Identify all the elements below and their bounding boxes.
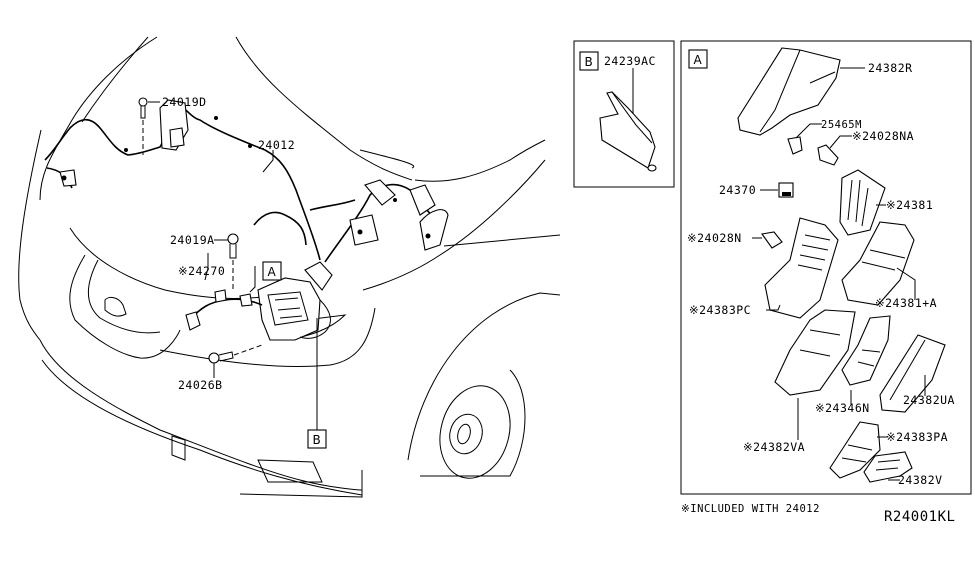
detail-a-marker [688,49,708,69]
part-24239AC[interactable] [599,91,657,172]
part-24383PC[interactable] [764,217,839,319]
grille-cavity [69,254,181,359]
front-wheel [439,385,511,479]
label-25465M: 25465M [821,119,862,131]
hood-left-edge [39,36,158,201]
car-body-outline [18,36,561,498]
part-24382V[interactable] [863,451,913,483]
part-24381A[interactable] [841,221,915,306]
detail-b-frame [573,40,675,188]
hood-crease [235,36,413,181]
label-24028NA: ※24028NA [852,129,914,143]
detail-marker-b[interactable]: B [307,429,327,449]
reference-code: R24001KL [884,509,955,525]
label-24382UA: 24382UA [903,393,955,407]
label-24382V: 24382V [898,473,943,487]
detail-b-marker [579,51,599,71]
label-24383PA: ※24383PA [886,430,948,444]
footnote-included-with: ※INCLUDED WITH 24012 [681,503,820,515]
bolt-24019A[interactable] [227,233,239,290]
label-24012: 24012 [258,138,295,152]
label-24019D: 24019D [162,95,207,109]
label-24383PC: ※24383PC [689,303,751,317]
part-25465M[interactable] [787,136,803,155]
label-24382VA: ※24382VA [743,440,805,454]
part-24381[interactable] [839,169,886,236]
label-24382R: 24382R [868,61,913,75]
front-fascia [39,339,363,491]
part-24383PA[interactable] [829,421,881,479]
wheel-arch [407,292,561,461]
label-24270: ※24270 [178,264,225,278]
label-24026B: 24026B [178,378,223,392]
part-24382R[interactable] [737,47,841,136]
cowl-line [414,139,546,182]
emblem [104,296,127,317]
main-leaders [148,101,318,430]
label-24370: 24370 [719,183,756,197]
detail-b-panel: B 24239AC [573,40,675,188]
label-24381A: ※24381+A [875,296,937,310]
svg-text:B: B [313,433,321,447]
part-24346N[interactable] [841,315,891,386]
detail-a-frame [680,40,972,495]
label-24381: ※24381 [886,198,933,212]
label-24028N: ※24028N [687,231,742,245]
bolt-24026B[interactable] [208,344,263,364]
label-24019A: 24019A [170,233,215,247]
detail-marker-a[interactable]: A [262,261,282,281]
part-24382UA[interactable] [879,334,946,413]
fog-light-right [257,459,323,483]
detail-a-panel: A 24382R 25465M ※24028NA 24370 [680,40,972,495]
part-24382VA[interactable] [774,309,856,396]
label-24239AC: 24239AC [604,54,656,68]
main-harness-24012[interactable] [44,99,449,341]
part-24028N[interactable] [761,231,783,249]
part-24370[interactable] [778,182,794,198]
svg-text:B: B [585,55,593,69]
svg-text:A: A [268,265,277,279]
label-24346N: ※24346N [815,401,870,415]
part-24028NA[interactable] [817,144,839,166]
svg-text:A: A [694,53,703,67]
bolt-24019D[interactable] [138,97,148,155]
fog-light-left [171,435,186,461]
